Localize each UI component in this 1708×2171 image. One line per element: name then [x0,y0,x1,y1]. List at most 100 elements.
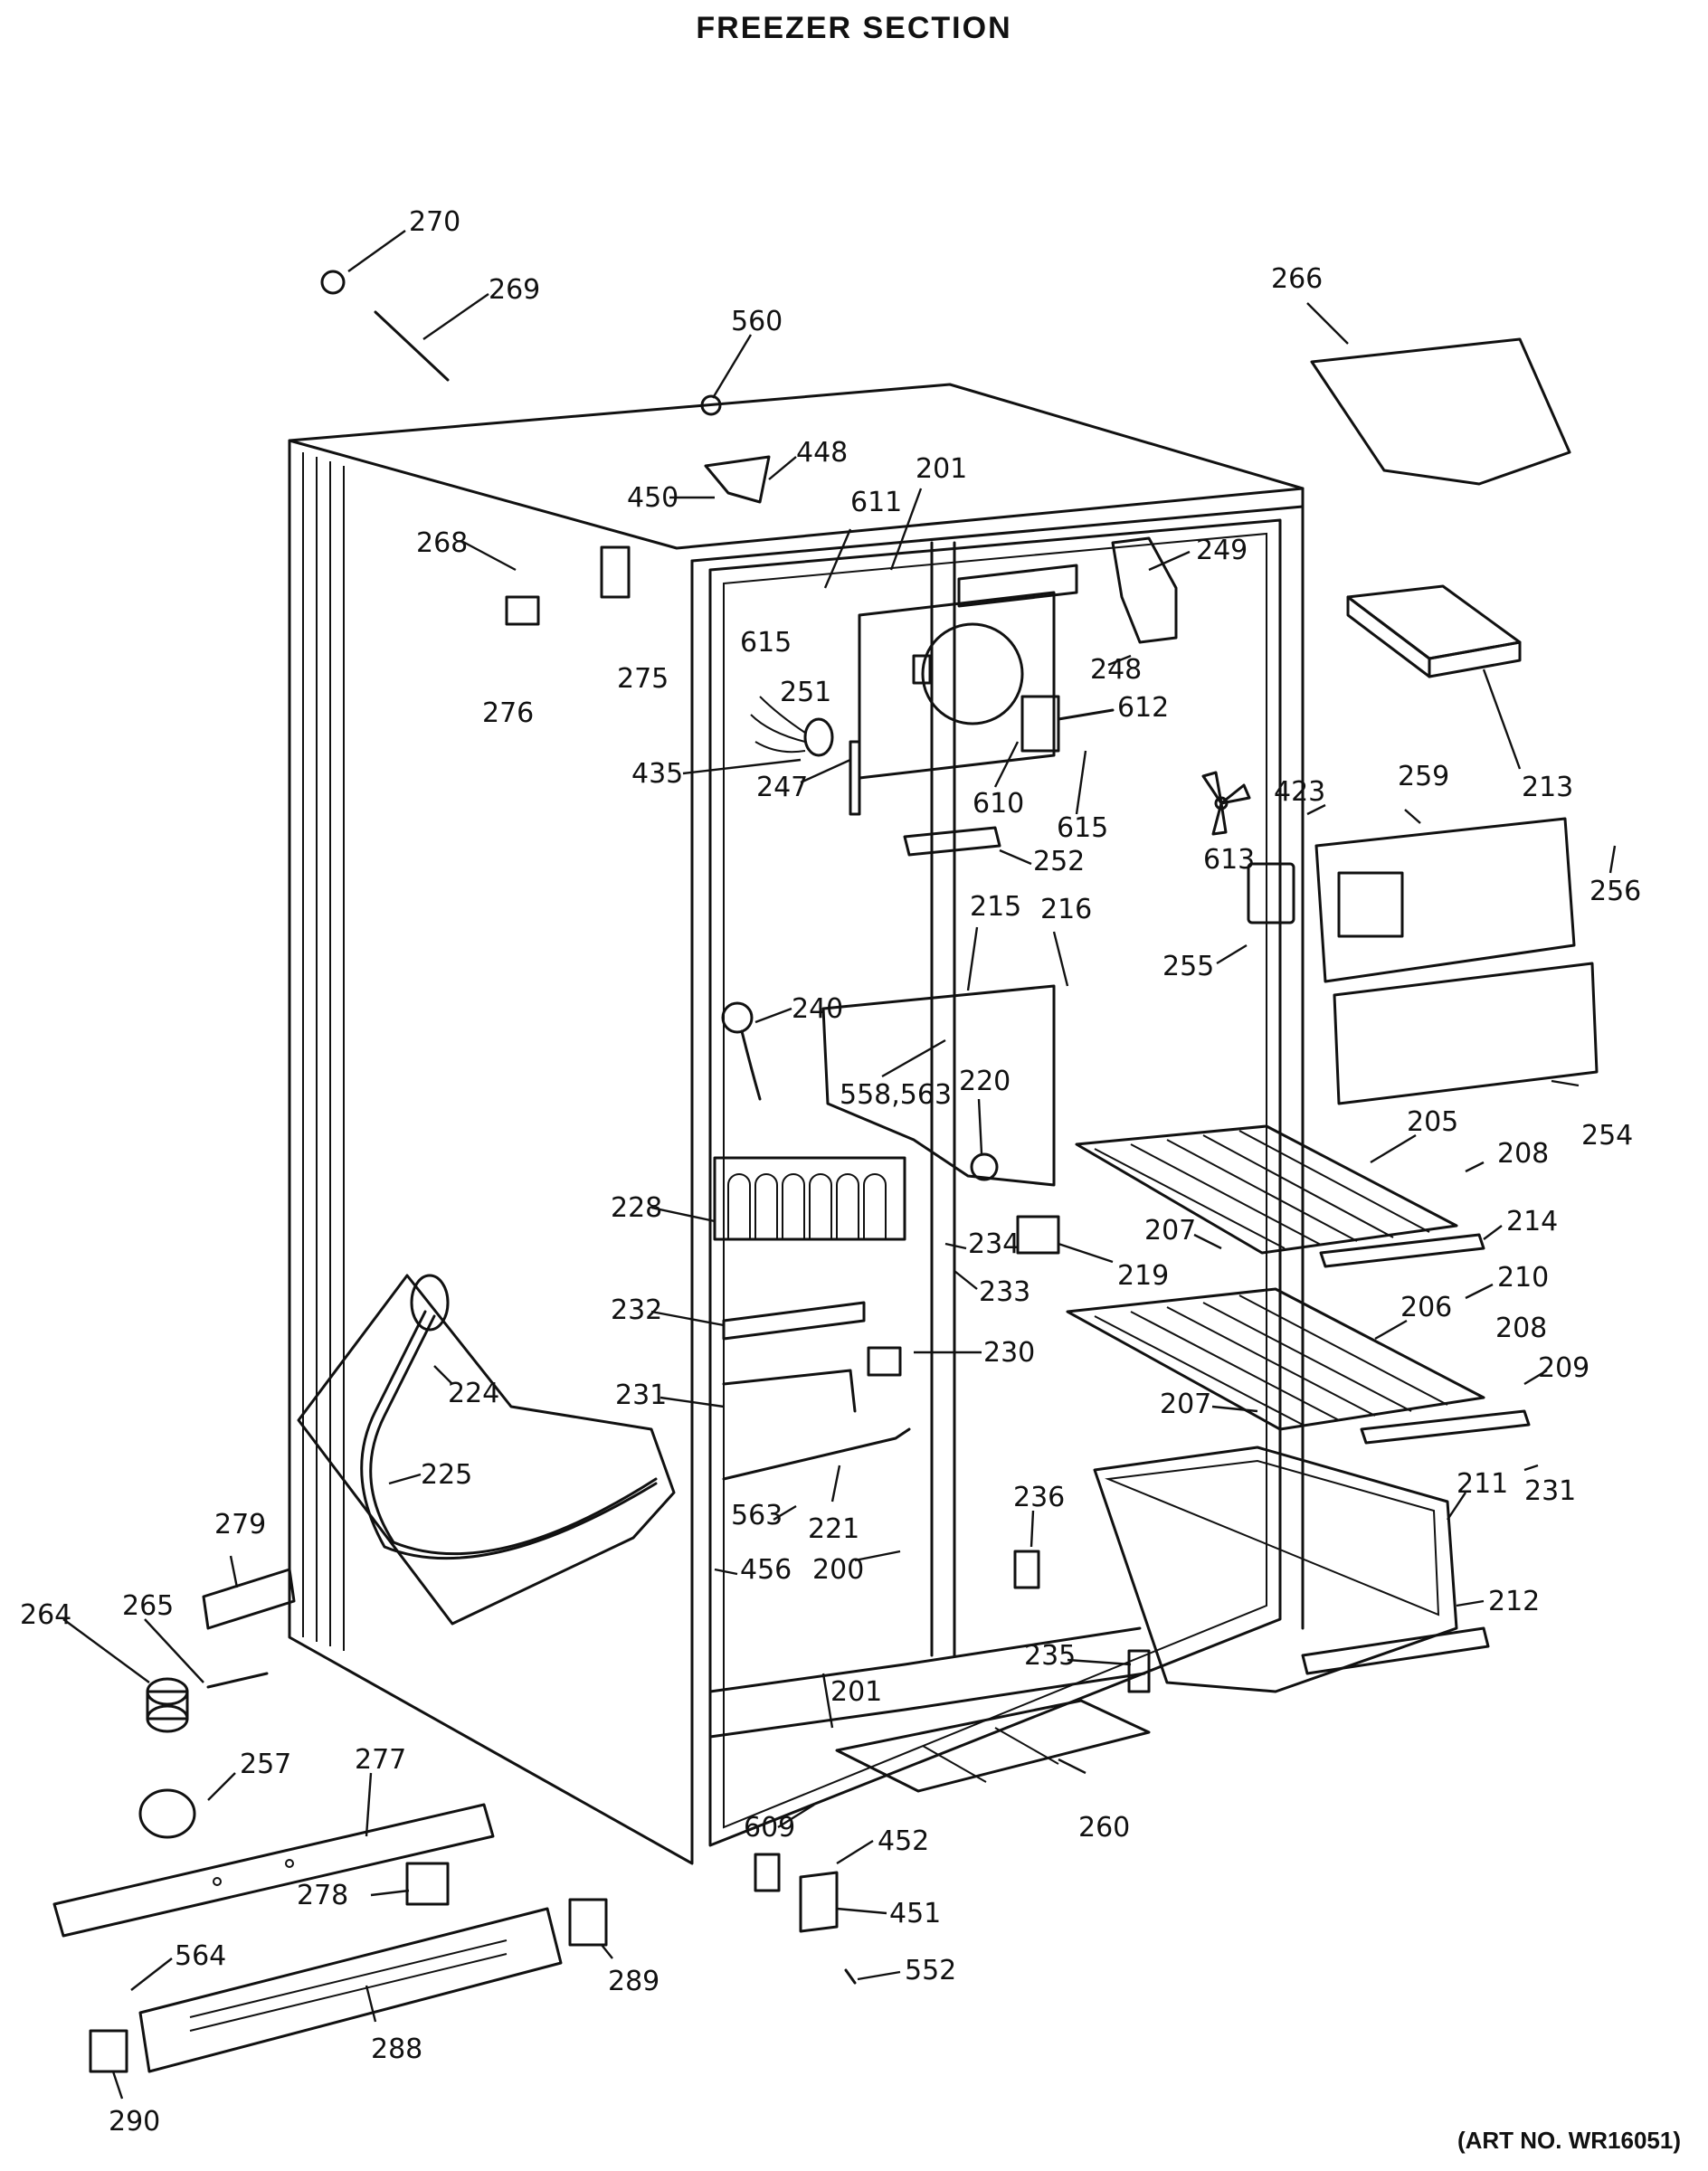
callout-247: 247 [756,772,808,803]
callout-201-top: 201 [916,453,967,485]
damper [1111,536,1178,644]
callout-456: 456 [740,1554,792,1586]
evaporator-cover [821,984,1056,1187]
callout-564: 564 [175,1940,226,1972]
callout-213: 213 [1522,772,1573,803]
bottom-hinge [799,1871,839,1933]
air-duct [957,564,1078,608]
toe-grille [138,1907,563,2073]
ice-tray [1346,584,1522,678]
hinge-screw [844,1968,857,1985]
light-socket [721,1001,762,1101]
drain-plug [970,1152,999,1181]
callout-207-lower: 207 [1160,1389,1211,1420]
callout-423: 423 [1274,776,1325,808]
callout-265: 265 [122,1590,174,1622]
fan-blade [1201,771,1251,836]
callout-208-lower: 208 [1495,1313,1547,1344]
callout-558-563: 558,563 [840,1079,952,1111]
callout-215: 215 [970,891,1021,923]
callout-289: 289 [608,1966,659,1997]
callout-220: 220 [959,1066,1011,1097]
callout-234: 234 [968,1228,1020,1260]
leveler-bolt [206,1672,269,1689]
callout-264: 264 [20,1599,71,1631]
callout-288: 288 [371,2034,422,2065]
hinge-shim [754,1853,781,1892]
callout-448: 448 [796,437,848,469]
heater-rod-lower [722,1427,911,1481]
drain-heater [722,1301,866,1341]
callout-212: 212 [1488,1586,1540,1617]
diagram-title: FREEZER SECTION [696,11,1012,45]
heater-rod [722,1369,857,1413]
callout-225: 225 [421,1459,472,1491]
evaporator-coil [713,1156,906,1241]
callout-451: 451 [889,1898,941,1929]
callout-224: 224 [448,1378,499,1409]
kick-bracket [52,1803,495,1938]
callout-563: 563 [731,1500,783,1531]
callout-254: 254 [1581,1120,1633,1152]
callout-611: 611 [850,487,902,518]
callout-219: 219 [1117,1260,1169,1292]
air-grille [903,826,1001,857]
callout-228: 228 [611,1192,662,1224]
callout-207-upper: 207 [1144,1215,1196,1247]
callout-249: 249 [1196,535,1248,566]
shelf-rail-lower [1360,1409,1531,1445]
callout-255: 255 [1162,951,1214,982]
callout-256: 256 [1589,876,1641,907]
callout-560: 560 [731,306,783,337]
defrost-thermostat [1016,1215,1060,1255]
door-switch [600,545,631,599]
wing-nut [320,270,346,295]
callout-210: 210 [1497,1262,1549,1294]
connector-upper [1013,1550,1040,1589]
freezer-basket [1093,1446,1458,1693]
connector-lower [1127,1649,1151,1693]
callout-615-lower: 615 [1057,812,1108,844]
drain-pan [835,1699,1151,1793]
callout-278: 278 [297,1880,348,1911]
shelf-rail-upper [1319,1233,1485,1268]
basket-handle [1301,1626,1490,1675]
leveler-foot [146,1677,189,1733]
ice-pad [1247,862,1295,924]
cabinet-body [288,383,1305,1865]
callout-290: 290 [109,2106,160,2138]
top-bracket [704,455,771,504]
callout-209: 209 [1538,1352,1589,1384]
callout-613: 613 [1203,844,1255,876]
callout-240: 240 [792,993,843,1025]
callout-612: 612 [1117,692,1169,724]
callout-615-upper: 615 [740,627,792,659]
callout-450: 450 [627,482,678,514]
callout-205: 205 [1407,1106,1458,1138]
callout-277: 277 [355,1744,406,1776]
callout-252: 252 [1033,846,1085,877]
callout-232: 232 [611,1294,662,1326]
callout-552: 552 [905,1955,956,1986]
wire-harness [750,696,834,757]
grille-clip-right [568,1898,608,1947]
callout-221: 221 [808,1513,859,1545]
callout-233: 233 [979,1276,1030,1308]
callout-268: 268 [416,527,468,559]
callout-211: 211 [1457,1468,1508,1500]
wire-shelf-lower [1066,1287,1485,1431]
callouts: 270 269 560 266 448 450 201 611 249 268 … [20,206,1641,2138]
roller [138,1788,196,1839]
callout-276: 276 [482,697,534,729]
callout-200: 200 [812,1554,864,1586]
leader-lines [62,230,1617,2100]
fan-housing [849,591,1056,816]
callout-231-right: 231 [1524,1475,1576,1507]
wire-shelf-upper [1075,1124,1458,1255]
inset-view [297,1274,676,1626]
callout-235: 235 [1024,1640,1076,1672]
callout-206: 206 [1400,1292,1452,1323]
callout-248: 248 [1090,654,1142,686]
callout-610: 610 [973,788,1024,820]
fan-motor [1020,695,1115,753]
